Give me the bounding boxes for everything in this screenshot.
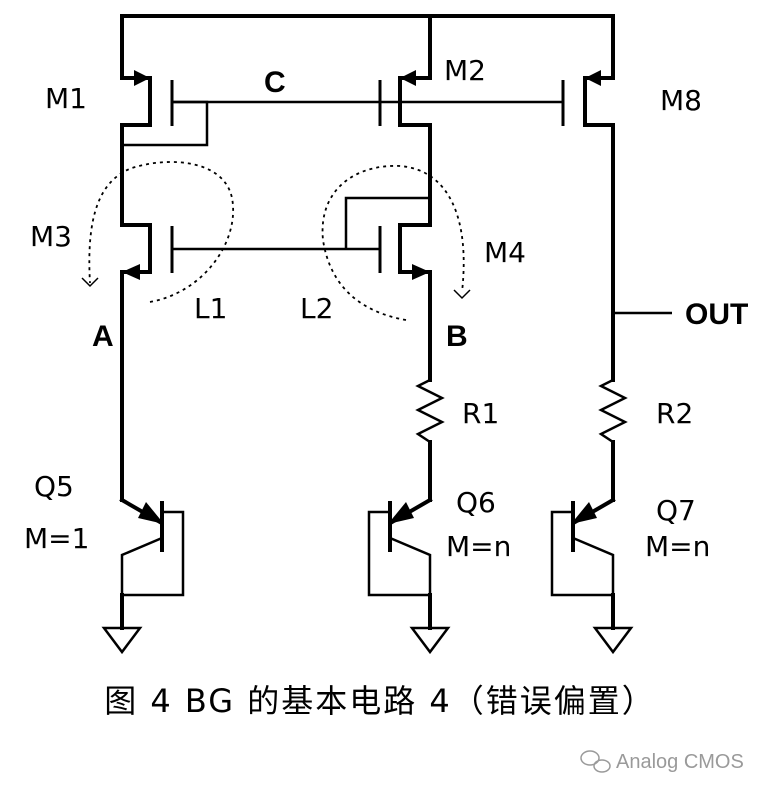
m3-label: M3 bbox=[30, 220, 72, 253]
m8-label: M8 bbox=[660, 84, 702, 117]
figure-caption: 图 4 BG 的基本电路 4（错误偏置） bbox=[104, 682, 656, 720]
l2-label: L2 bbox=[300, 292, 333, 325]
ground-q5-icon bbox=[101, 626, 143, 655]
m1-label: M1 bbox=[45, 82, 87, 115]
ground-q6-icon bbox=[409, 626, 451, 655]
right-branch-wire bbox=[583, 76, 672, 502]
q5-multiplier-label: M=1 bbox=[24, 522, 89, 555]
q5-label: Q5 bbox=[34, 470, 74, 503]
q6-multiplier-label: M=n bbox=[446, 530, 511, 563]
watermark-text: Analog CMOS bbox=[616, 751, 744, 773]
loop-l2-arrow bbox=[321, 165, 471, 321]
node-c-label: C bbox=[264, 66, 286, 99]
m3-arrow bbox=[122, 264, 140, 280]
out-label: OUT bbox=[685, 298, 748, 331]
m1-arrow bbox=[134, 70, 150, 86]
q6-label: Q6 bbox=[456, 486, 496, 519]
left-branch-wire bbox=[120, 76, 209, 502]
r2-resistor bbox=[598, 378, 628, 444]
m2-label: M2 bbox=[444, 54, 486, 87]
m8-arrow bbox=[585, 70, 601, 86]
supply-rail bbox=[120, 14, 615, 80]
q5-transistor bbox=[119, 497, 185, 630]
ground-q7-icon bbox=[592, 626, 634, 655]
loop-l1-arrow bbox=[81, 161, 234, 303]
m2-arrow bbox=[400, 70, 416, 86]
m4-arrow bbox=[412, 264, 430, 280]
q7-label: Q7 bbox=[656, 494, 696, 527]
node-b-label: B bbox=[446, 320, 468, 353]
q7-multiplier-label: M=n bbox=[645, 530, 710, 563]
middle-branch-wire bbox=[344, 76, 432, 502]
r1-resistor bbox=[415, 378, 445, 444]
q7-transistor bbox=[550, 497, 616, 630]
r1-label: R1 bbox=[462, 397, 499, 430]
node-a-label: A bbox=[92, 320, 114, 353]
m4-label: M4 bbox=[484, 236, 526, 269]
l1-label: L1 bbox=[194, 292, 227, 325]
wechat-icon bbox=[580, 750, 611, 773]
q6-transistor bbox=[367, 497, 433, 630]
r2-label: R2 bbox=[656, 397, 693, 430]
